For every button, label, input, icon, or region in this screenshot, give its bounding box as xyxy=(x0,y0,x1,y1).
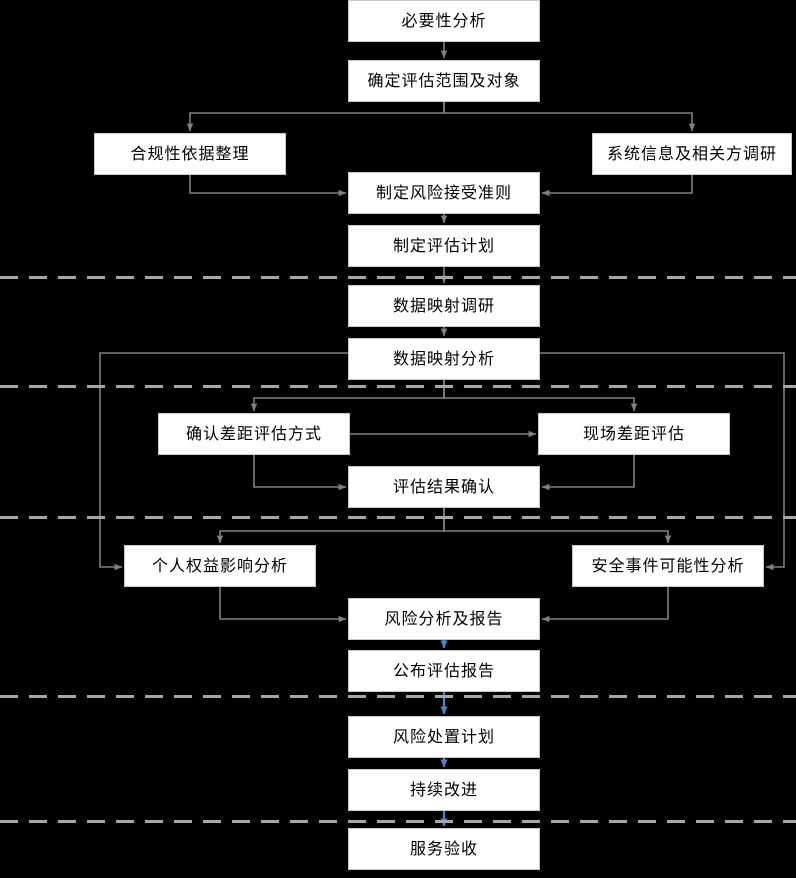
phase-separator-3 xyxy=(0,516,796,519)
phase-separator-4 xyxy=(0,695,796,698)
edge-n2-n3 xyxy=(186,102,445,132)
node-assessment-result-confirmation[interactable]: 评估结果确认 xyxy=(348,466,540,508)
edge-n11-n13 xyxy=(443,508,672,544)
node-continuous-improvement[interactable]: 持续改进 xyxy=(348,769,540,811)
edge-n13-n14 xyxy=(541,587,669,623)
node-risk-acceptance-criteria[interactable]: 制定风险接受准则 xyxy=(348,172,540,214)
node-label: 个人权益影响分析 xyxy=(151,556,288,575)
node-security-incident-likelihood-analysis[interactable]: 安全事件可能性分析 xyxy=(572,545,764,587)
edge-n3-n5 xyxy=(189,175,347,197)
node-personal-rights-impact-analysis[interactable]: 个人权益影响分析 xyxy=(124,545,316,587)
node-define-scope-and-objects[interactable]: 确定评估范围及对象 xyxy=(348,60,540,102)
node-label: 确认差距评估方式 xyxy=(185,424,322,443)
node-data-mapping-analysis[interactable]: 数据映射分析 xyxy=(348,338,540,380)
node-onsite-gap-assessment[interactable]: 现场差距评估 xyxy=(538,413,730,455)
node-compliance-basis-collation[interactable]: 合规性依据整理 xyxy=(94,133,286,175)
node-label: 数据映射调研 xyxy=(392,296,495,315)
node-label: 风险分析及报告 xyxy=(384,609,504,628)
node-label: 风险处置计划 xyxy=(392,727,495,746)
node-data-mapping-research[interactable]: 数据映射调研 xyxy=(348,285,540,327)
edge-n4-n5 xyxy=(541,175,693,197)
node-label: 服务验收 xyxy=(409,839,478,858)
node-label: 公布评估报告 xyxy=(392,661,495,680)
node-risk-analysis-and-report[interactable]: 风险分析及报告 xyxy=(348,598,540,640)
node-label: 系统信息及相关方调研 xyxy=(606,144,777,163)
edge-n12-n14 xyxy=(219,587,347,623)
node-label: 评估结果确认 xyxy=(392,477,495,496)
edge-n10-n11 xyxy=(541,455,635,491)
node-risk-treatment-plan[interactable]: 风险处置计划 xyxy=(348,716,540,758)
node-service-acceptance[interactable]: 服务验收 xyxy=(348,828,540,870)
node-label: 安全事件可能性分析 xyxy=(591,556,745,575)
node-label: 数据映射分析 xyxy=(392,349,495,368)
edge-n2-n4 xyxy=(443,102,696,132)
node-publish-assessment-report[interactable]: 公布评估报告 xyxy=(348,650,540,692)
edge-n11-n12 xyxy=(216,508,445,544)
phase-separator-1 xyxy=(0,276,796,279)
node-label: 现场差距评估 xyxy=(582,424,685,443)
node-label: 制定风险接受准则 xyxy=(375,183,512,202)
node-label: 持续改进 xyxy=(409,780,478,799)
edge-n9-n11 xyxy=(253,455,347,491)
node-label: 合规性依据整理 xyxy=(130,144,250,163)
phase-separator-5 xyxy=(0,820,796,823)
phase-separator-2 xyxy=(0,385,796,388)
node-label: 必要性分析 xyxy=(401,11,487,30)
node-assessment-plan[interactable]: 制定评估计划 xyxy=(348,225,540,267)
node-system-info-and-stakeholder-research[interactable]: 系统信息及相关方调研 xyxy=(592,133,792,175)
node-label: 制定评估计划 xyxy=(392,236,495,255)
node-confirm-gap-assessment-method[interactable]: 确认差距评估方式 xyxy=(158,413,350,455)
node-label: 确定评估范围及对象 xyxy=(367,71,521,90)
node-necessity-analysis[interactable]: 必要性分析 xyxy=(348,0,540,42)
